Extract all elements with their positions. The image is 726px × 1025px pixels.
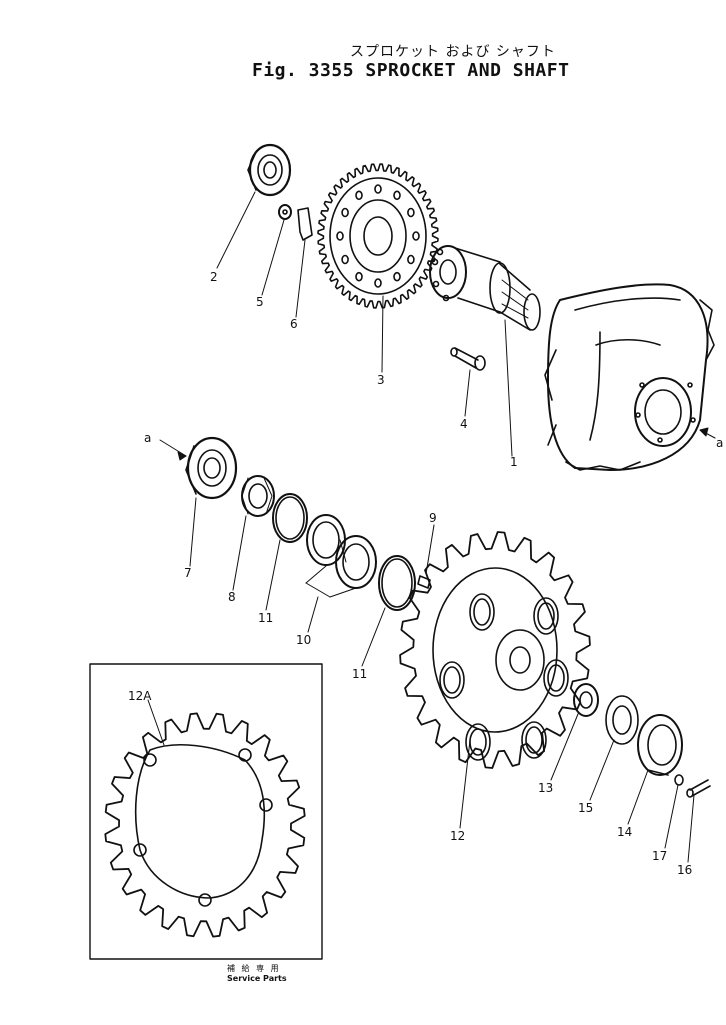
sprocket-hole-rim xyxy=(547,664,565,692)
nut-part-13 xyxy=(573,683,599,717)
callout-16: 16 xyxy=(677,863,692,877)
gear-bolt-hole xyxy=(355,271,363,282)
shaft-part-1 xyxy=(429,245,541,331)
plate-part-15 xyxy=(605,695,639,745)
sprocket-lightening-hole xyxy=(439,661,465,699)
bevel-gear-part-3 xyxy=(317,163,439,309)
callout-13: 13 xyxy=(538,781,553,795)
washer-part-17 xyxy=(674,774,684,786)
bearing-cage-part-8 xyxy=(241,475,275,517)
o-ring-part-11-upper xyxy=(272,493,308,543)
gear-bolt-hole xyxy=(355,190,363,201)
leader-lines xyxy=(147,191,716,863)
sprocket-part-12 xyxy=(399,531,591,769)
gear-bolt-hole xyxy=(407,254,415,265)
gear-bolt-hole xyxy=(374,278,382,288)
figure-title-japanese: スプロケット および シャフト xyxy=(350,44,556,60)
sprocket-lightening-hole xyxy=(469,593,495,631)
callout-1: 1 xyxy=(510,455,518,469)
gear-bolt-hole xyxy=(336,231,344,241)
nut-part-5 xyxy=(278,204,292,220)
dowel-pin-part-9 xyxy=(417,575,431,589)
sprocket-lightening-hole xyxy=(543,659,569,697)
sprocket-hole-rim xyxy=(443,666,461,694)
bolt-part-4 xyxy=(450,347,486,371)
callout-11-lower: 11 xyxy=(352,667,367,681)
callout-7: 7 xyxy=(184,566,192,580)
bearing-part-2 xyxy=(247,143,292,197)
callout-10: 10 xyxy=(296,633,311,647)
sprocket-hole-rim xyxy=(525,726,543,754)
callout-5: 5 xyxy=(256,295,264,309)
callout-4: 4 xyxy=(460,417,468,431)
callout-17: 17 xyxy=(652,849,667,863)
service-parts-inset xyxy=(89,663,323,960)
sprocket-hole-rim xyxy=(537,602,555,630)
lock-plate-part-6 xyxy=(297,207,313,241)
bolt-part-16 xyxy=(686,779,711,798)
bearing-part-7 xyxy=(185,436,238,500)
callout-12a: 12A xyxy=(128,689,152,703)
cover-part-14 xyxy=(637,714,683,776)
sprocket-lightening-hole xyxy=(521,721,547,759)
service-parts-caption-japanese: 補 給 専 用 xyxy=(227,964,281,973)
callout-15: 15 xyxy=(578,801,593,815)
callout-11-upper: 11 xyxy=(258,611,273,625)
reference-a-right: a xyxy=(716,436,723,450)
sprocket-hole-rim xyxy=(469,728,487,756)
gear-bolt-hole xyxy=(412,231,420,241)
callout-3: 3 xyxy=(377,373,385,387)
o-ring-part-11-lower xyxy=(378,555,416,611)
figure-title: Fig. 3355 SPROCKET AND SHAFT xyxy=(252,60,570,81)
callout-2: 2 xyxy=(210,270,218,284)
final-drive-housing xyxy=(544,283,715,471)
callout-14: 14 xyxy=(617,825,632,839)
sprocket-lightening-hole xyxy=(465,723,491,761)
service-parts-caption: Service Parts xyxy=(227,974,287,983)
gear-bolt-hole xyxy=(341,207,349,218)
sprocket-hole-rim xyxy=(473,598,491,626)
floating-seal-part-10 xyxy=(306,514,377,589)
callout-6: 6 xyxy=(290,317,298,331)
callout-9: 9 xyxy=(429,511,437,525)
callout-8: 8 xyxy=(228,590,236,604)
reference-a-left: a xyxy=(144,431,151,445)
sprocket-part-12a xyxy=(104,712,306,938)
callout-12: 12 xyxy=(450,829,465,843)
gear-bolt-hole xyxy=(393,271,401,282)
gear-bolt-hole xyxy=(341,254,349,265)
gear-bolt-hole xyxy=(407,207,415,218)
sprocket-lightening-hole xyxy=(533,597,559,635)
gear-bolt-hole xyxy=(393,190,401,201)
gear-bolt-hole xyxy=(374,184,382,194)
